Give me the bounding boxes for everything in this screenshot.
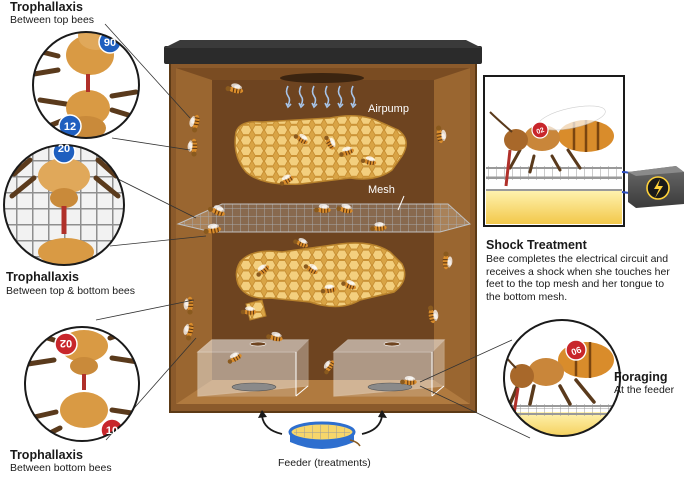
foraging-bee-tag — [565, 339, 587, 361]
inset-trophallaxis-top-bottom: 20 — [3, 143, 125, 266]
hive-left-wall — [176, 68, 212, 404]
hive-lid-top — [164, 40, 482, 48]
bottom-honeycomb — [235, 242, 406, 308]
foraging-bee-tag-label: 06 — [570, 345, 583, 358]
hive-right-wall — [434, 68, 470, 404]
bee-tag-90-label: 90 — [104, 37, 116, 49]
bee-tag-10-label: 10 — [106, 425, 118, 437]
feeder-cage-right — [332, 339, 446, 397]
feeder-cage-left — [196, 339, 310, 397]
foraging-title: Foraging — [614, 370, 668, 384]
inset-bottom-title: Trophallaxis — [10, 448, 83, 462]
shock-title: Shock Treatment — [486, 238, 587, 252]
shock-bee-tag-label: 02 — [536, 127, 546, 136]
feeder-label: Feeder (treatments) — [278, 457, 371, 469]
shock-bee-tag — [531, 121, 549, 139]
inset-bottom-subtitle: Between bottom bees — [10, 462, 112, 474]
inset-top-subtitle: Between top bees — [10, 14, 95, 26]
inset-foraging: 06 — [503, 319, 621, 437]
bee-tag-02-label: 02 — [60, 337, 72, 349]
feeder-arrows — [258, 410, 387, 435]
shock-line-3: feet to the top mesh and her tongue to — [486, 278, 665, 290]
bee-tag-20 — [52, 145, 76, 164]
mesh-pointer-line — [397, 195, 405, 211]
bee-tag-12-label: 12 — [64, 121, 76, 133]
airpump — [280, 73, 364, 109]
mesh-label: Mesh — [368, 184, 395, 196]
feeder-dish — [288, 421, 361, 449]
airpump-label: Airpump — [368, 103, 409, 115]
hive-lid — [164, 46, 482, 64]
bee-tag-02 — [54, 332, 78, 356]
feeder-hole-left — [231, 382, 277, 392]
inset-topbottom-subtitle: Between top & bottom bees — [6, 285, 135, 297]
airpump-opening — [280, 73, 364, 83]
air-arrows — [285, 85, 357, 109]
shock-line-1: Bee completes the electrical circuit and — [486, 253, 669, 265]
feeder-arrow-left-head — [258, 410, 267, 418]
shock-line-4: the bottom mesh. — [486, 290, 568, 303]
inset-topbottom-title: Trophallaxis — [6, 270, 79, 284]
bee-tag-20-label: 20 — [58, 143, 70, 155]
inset-top-title: Trophallaxis — [10, 0, 83, 14]
shock-line-2: receives a shock when she touches her — [486, 265, 670, 278]
top-honeycomb — [234, 115, 407, 185]
feeder-hole-right — [367, 382, 413, 392]
inset-trophallaxis-top: 90 12 — [32, 31, 140, 139]
shock-description: Bee completes the electrical circuit and… — [486, 253, 682, 303]
mesh — [176, 195, 472, 233]
foraging-subtitle: At the feeder — [614, 384, 675, 396]
inset-trophallaxis-bottom: 02 10 — [24, 326, 140, 442]
lightning-icon — [654, 179, 663, 198]
feeder-arrow-right-head — [378, 410, 387, 418]
shock-panel: 02 — [483, 75, 684, 227]
